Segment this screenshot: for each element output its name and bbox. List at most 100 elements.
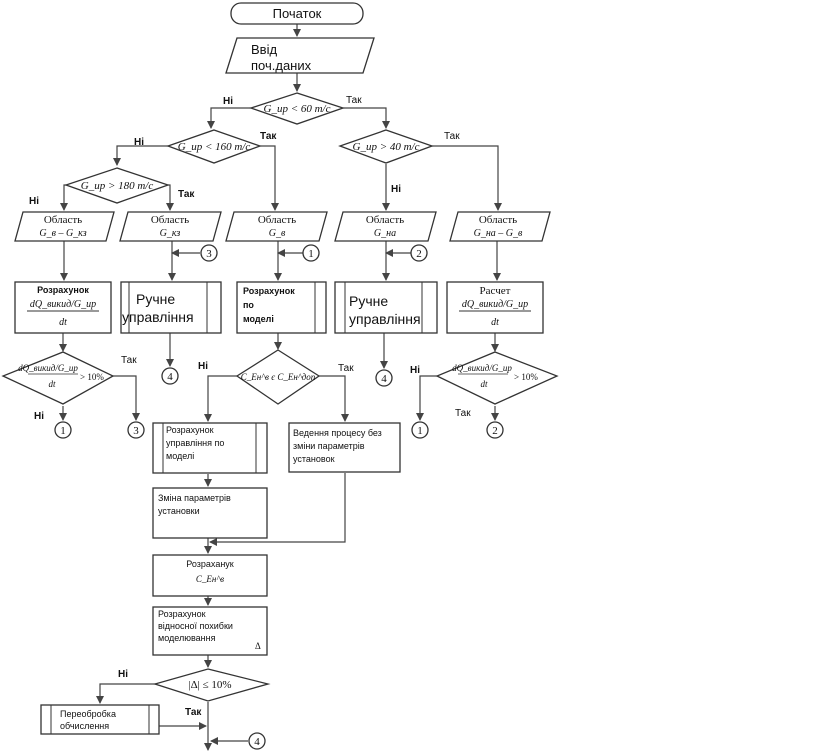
calc2-box: Розраханук C_Ен^в xyxy=(152,554,268,597)
flow-line xyxy=(204,375,237,422)
error-line1: Розрахунок xyxy=(158,609,206,619)
dec-left-tail: > 10% xyxy=(80,372,104,382)
no-change-line1: Ведення процесу без xyxy=(293,428,382,438)
calc-left-formula: dQ_викид/G_ир xyxy=(30,299,96,310)
recalc-line2: обчислення xyxy=(60,721,109,731)
label-no: Ні xyxy=(391,184,401,195)
connector-2-right: 2 xyxy=(486,421,504,439)
label-no: Ні xyxy=(198,361,208,372)
connector-1-top: 1 xyxy=(302,244,320,262)
input-line2: поч.даних xyxy=(251,58,312,73)
area-word: Область xyxy=(366,214,404,226)
change-line2: установки xyxy=(158,506,200,516)
change-params-box: Зміна параметрів установки xyxy=(152,487,268,539)
cond-left-text: G_ир < 160 т/с xyxy=(178,141,251,153)
flow-lines xyxy=(59,24,502,751)
dec-mid-formula: C_Ен^в є C_Ен^доп xyxy=(241,372,316,382)
decision-top: G_ир < 60 т/с xyxy=(248,92,346,125)
calc-right-title: Расчет xyxy=(480,285,511,297)
manual-left-box: Ручне управління xyxy=(120,281,222,334)
manual-line1: Ручне xyxy=(136,291,175,307)
decision-error-check: |Δ| ≤ 10% xyxy=(152,668,271,702)
area-5: Область G_на – G_в xyxy=(449,211,551,242)
label-yes: Так xyxy=(260,131,277,142)
label-no: Ні xyxy=(29,196,39,207)
manual-right-box: Ручне управління xyxy=(334,281,438,334)
calc-right-den: dt xyxy=(491,317,499,328)
svg-text:1: 1 xyxy=(60,425,66,437)
no-change-line2: зміни параметрів xyxy=(293,441,365,451)
dec-right-tail: > 10% xyxy=(514,372,538,382)
calc-right-box: Расчет dQ_викид/G_ир dt xyxy=(446,281,544,334)
area-word: Область xyxy=(479,214,517,226)
error-symbol: Δ xyxy=(255,641,261,651)
recalc-box: Переобробка обчислення xyxy=(40,704,160,735)
ctrl-calc-line1: Розрахунок xyxy=(166,425,214,435)
no-change-box: Ведення процесу без зміни параметрів уст… xyxy=(288,422,401,473)
area-1: Область G_в – G_кз xyxy=(14,211,115,242)
model-calc-line1: Розрахунок xyxy=(243,286,295,296)
decision-mid-threshold: C_Ен^в є C_Ен^доп xyxy=(235,349,321,405)
calc-left-title: Розрахунок xyxy=(37,285,89,295)
manual-line2: управління xyxy=(122,309,194,325)
label-yes: Так xyxy=(185,707,202,718)
dec-right-formula: dQ_викид/G_ир xyxy=(452,363,512,373)
decision-left2: G_ир > 180 т/с xyxy=(63,167,171,204)
dec-left-den: dt xyxy=(48,379,56,389)
flow-line xyxy=(209,473,346,546)
label-yes: Так xyxy=(178,189,195,200)
svg-text:2: 2 xyxy=(416,248,422,260)
cond-top-text: G_ир < 60 т/с xyxy=(264,103,331,115)
svg-text:4: 4 xyxy=(167,371,173,383)
svg-text:1: 1 xyxy=(308,248,314,260)
start-label: Початок xyxy=(273,6,322,21)
ctrl-calc-line2: управління по xyxy=(166,438,224,448)
area-sub: G_в – G_кз xyxy=(39,228,86,239)
error-calc-box: Розрахунок відносної похибки моделювання… xyxy=(152,606,268,656)
label-no: Ні xyxy=(118,669,128,680)
flow-line xyxy=(113,375,140,421)
error-line3: моделювання xyxy=(158,633,216,643)
dec-left-formula: dQ_викид/G_ир xyxy=(18,363,78,373)
decision-right-threshold: dQ_викид/G_ир dt > 10% xyxy=(435,351,559,405)
manual-line1: Ручне xyxy=(349,293,388,309)
area-sub: G_на – G_в xyxy=(474,228,523,239)
label-no: Ні xyxy=(223,96,233,107)
svg-text:2: 2 xyxy=(492,425,498,437)
calc-left-box: Розрахунок dQ_викид/G_ир dt xyxy=(14,281,112,334)
flow-line xyxy=(260,145,279,211)
flow-line xyxy=(416,375,437,421)
area-sub: G_на xyxy=(374,228,396,239)
error-line2: відносної похибки xyxy=(158,621,233,631)
calc-left-den: dt xyxy=(59,317,67,328)
svg-text:3: 3 xyxy=(133,425,139,437)
connector-3-left: 3 xyxy=(127,421,145,439)
label-no: Ні xyxy=(134,137,144,148)
input-line1: Ввід xyxy=(251,42,277,57)
area-word: Область xyxy=(258,214,296,226)
connector-1-right: 1 xyxy=(411,421,429,439)
svg-text:4: 4 xyxy=(254,736,260,748)
area-word: Область xyxy=(151,214,189,226)
recalc-line1: Переобробка xyxy=(60,709,116,719)
flow-line xyxy=(207,107,251,129)
start-terminal: Початок xyxy=(230,2,364,25)
flow-line xyxy=(166,184,174,211)
calc-right-formula: dQ_викид/G_ир xyxy=(462,299,528,310)
calc2-line2: C_Ен^в xyxy=(196,574,224,584)
dec-right-den: dt xyxy=(480,379,488,389)
label-yes: Так xyxy=(121,355,137,366)
label-no: Ні xyxy=(34,411,44,422)
label-yes: Так xyxy=(455,408,471,419)
area-2: Область G_кз xyxy=(119,211,222,242)
area-4: Область G_на xyxy=(334,211,437,242)
connector-4-bottom: 4 xyxy=(248,732,266,750)
manual-line2: управління xyxy=(349,311,421,327)
connector-1-left: 1 xyxy=(54,421,72,439)
flow-line xyxy=(60,184,68,211)
check-text: |Δ| ≤ 10% xyxy=(188,679,231,691)
ctrl-calc-box: Розрахунок управління по моделі xyxy=(152,422,268,474)
flow-line xyxy=(432,145,502,211)
